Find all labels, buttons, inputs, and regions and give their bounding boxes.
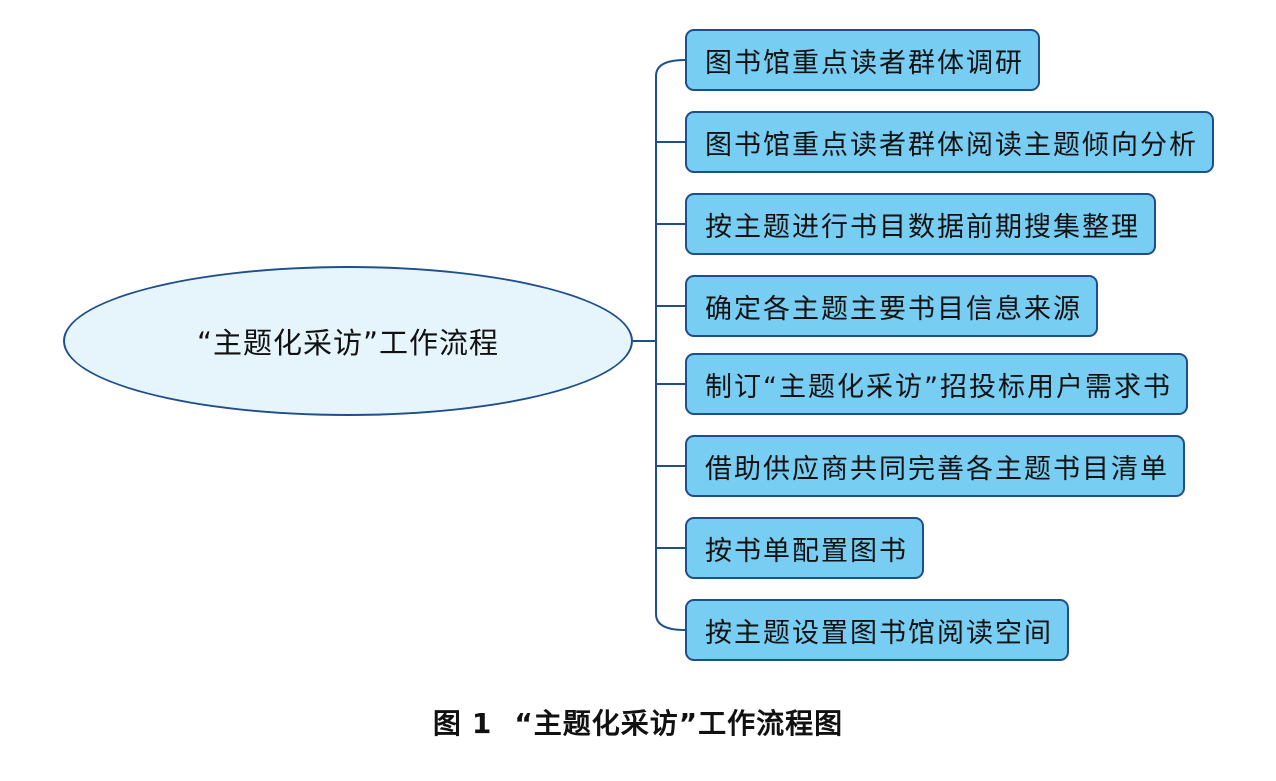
step-box-6: 借助供应商共同完善各主题书目清单	[685, 435, 1185, 497]
step-box-3: 按主题进行书目数据前期搜集整理	[685, 193, 1156, 255]
step-label: 借助供应商共同完善各主题书目清单	[705, 453, 1169, 485]
step-label: 确定各主题主要书目信息来源	[705, 293, 1082, 325]
step-label: 按书单配置图书	[705, 535, 908, 567]
workflow-diagram: “主题化采访”工作流程 图书馆重点读者群体调研 图书馆重点读者群体阅读主题倾向分…	[63, 29, 1214, 661]
step-box-4: 确定各主题主要书目信息来源	[685, 275, 1098, 337]
step-label: 按主题进行书目数据前期搜集整理	[705, 211, 1140, 243]
step-box-1: 图书馆重点读者群体调研	[685, 29, 1040, 91]
step-label: 图书馆重点读者群体调研	[705, 47, 1024, 79]
connector-spine	[655, 59, 686, 631]
caption-title: “主题化采访”工作流程图	[514, 707, 844, 740]
caption-number: 1	[471, 707, 493, 740]
step-box-7: 按书单配置图书	[685, 517, 924, 579]
step-box-2: 图书馆重点读者群体阅读主题倾向分析	[685, 111, 1214, 173]
step-label: 图书馆重点读者群体阅读主题倾向分析	[705, 129, 1198, 161]
step-label: 按主题设置图书馆阅读空间	[705, 617, 1053, 649]
step-box-5: 制订“主题化采访”招投标用户需求书	[685, 353, 1188, 415]
step-label: 制订“主题化采访”招投标用户需求书	[705, 371, 1172, 403]
connector-lines	[633, 59, 686, 631]
center-node-label: “主题化采访”工作流程	[196, 326, 500, 360]
caption-prefix: 图	[432, 707, 462, 740]
step-box-8: 按主题设置图书馆阅读空间	[685, 599, 1069, 661]
center-node: “主题化采访”工作流程	[63, 266, 633, 416]
